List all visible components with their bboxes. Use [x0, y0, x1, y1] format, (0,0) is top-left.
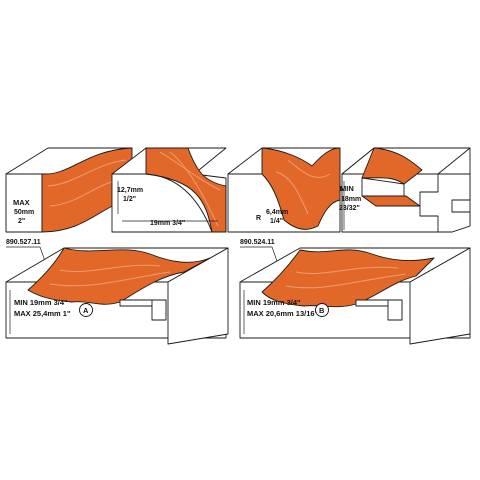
- board-side-face: [409, 247, 471, 345]
- max-text-a: MAX 25,4mm 1": [14, 309, 71, 318]
- badge-b-label: B: [319, 306, 325, 315]
- min-text-a: MIN 19mm 3/4": [14, 298, 68, 307]
- badge-b: [315, 303, 329, 317]
- min-mm: 18mm: [341, 196, 361, 203]
- cove-height-mm: 12,7mm: [117, 187, 143, 194]
- cove-width: 19mm 3/4": [150, 220, 185, 227]
- max-mm: 50mm: [14, 209, 34, 216]
- diagram-b: 890.524.11 MIN 19mm 3/4" MAX 20,6mm 13/1…: [239, 239, 471, 345]
- product-code-a: 890.527.11: [6, 239, 41, 246]
- diagram-radius: R 6,4mm 1/4": [227, 147, 341, 233]
- min-text-b: MIN 19mm 3/4": [247, 298, 301, 307]
- max-text-b: MAX 20,6mm 13/16": [247, 309, 319, 318]
- max-label: MAX: [13, 198, 30, 207]
- profile-face: [27, 247, 211, 305]
- product-code-b: 890.524.11: [240, 239, 275, 246]
- diagram-cove: 12,7mm 1/2" 19mm 3/4": [111, 147, 227, 233]
- max-inch: 2": [18, 218, 25, 225]
- cove-height-inch: 1/2": [123, 196, 136, 203]
- diagram-a: 890.527.11 MIN 19mm 3/4" MAX 25,4mm 1" A: [5, 239, 229, 345]
- min-label: MIN: [340, 184, 354, 193]
- badge-a: [79, 303, 93, 317]
- radius-inch: 1/4": [270, 218, 283, 225]
- diagram-max-height: MAX 50mm 2": [5, 147, 133, 233]
- radius-mm: 6,4mm: [266, 209, 288, 216]
- profile-face: [261, 147, 341, 230]
- min-inch: 23/32": [339, 205, 360, 212]
- radius-r: R: [256, 215, 261, 222]
- badge-a-label: A: [83, 306, 89, 315]
- diagram-min-thickness: MIN 18mm 23/32": [339, 147, 471, 233]
